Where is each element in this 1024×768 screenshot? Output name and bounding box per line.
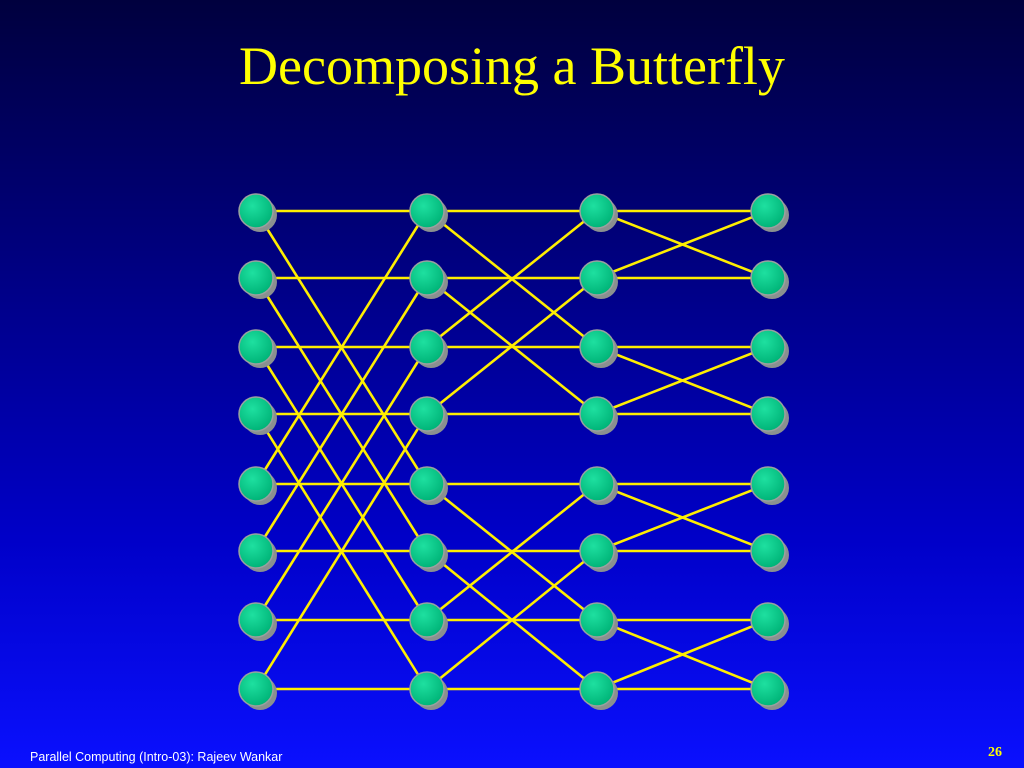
node-c1-r3 (409, 396, 445, 432)
edge-cross-s1-r2-to-r0 (425, 209, 599, 349)
node-c0-r4 (238, 466, 274, 502)
node-c0-r6 (238, 602, 274, 638)
node-c3-r2 (750, 329, 786, 365)
node-c0-r7 (238, 671, 274, 707)
node-c1-r0 (409, 193, 445, 229)
node-c2-r1 (579, 260, 615, 296)
edge-cross-s1-r7-to-r5 (425, 549, 599, 691)
node-c1-r4 (409, 466, 445, 502)
node-c2-r7 (579, 671, 615, 707)
node-c2-r0 (579, 193, 615, 229)
node-c2-r5 (579, 533, 615, 569)
edge-cross-s2-r1-to-r0 (595, 209, 770, 280)
edge-cross-s2-r5-to-r4 (595, 482, 770, 553)
node-c3-r4 (750, 466, 786, 502)
slide-title: Decomposing a Butterfly (239, 36, 785, 96)
node-c3-r6 (750, 602, 786, 638)
node-c0-r1 (238, 260, 274, 296)
edge-cross-s2-r7-to-r6 (595, 618, 770, 691)
node-c1-r5 (409, 533, 445, 569)
edge-cross-s1-r3-to-r1 (425, 276, 599, 416)
slide-footer: Parallel Computing (Intro-03): Rajeev Wa… (30, 750, 283, 764)
node-c3-r5 (750, 533, 786, 569)
edge-cross-s0-r4-to-r0 (254, 209, 429, 486)
node-c3-r3 (750, 396, 786, 432)
edge-cross-s0-r6-to-r2 (254, 345, 429, 622)
network-edges (254, 209, 770, 691)
node-c2-r4 (579, 466, 615, 502)
node-c3-r7 (750, 671, 786, 707)
node-c2-r3 (579, 396, 615, 432)
node-c2-r6 (579, 602, 615, 638)
edge-cross-s1-r6-to-r4 (425, 482, 599, 622)
node-c1-r7 (409, 671, 445, 707)
node-c1-r2 (409, 329, 445, 365)
node-c1-r1 (409, 260, 445, 296)
slide-number: 26 (988, 745, 1002, 760)
node-c0-r3 (238, 396, 274, 432)
node-c2-r2 (579, 329, 615, 365)
node-c0-r0 (238, 193, 274, 229)
node-c3-r1 (750, 260, 786, 296)
node-c1-r6 (409, 602, 445, 638)
node-c0-r5 (238, 533, 274, 569)
edge-cross-s0-r7-to-r3 (254, 412, 429, 691)
node-c3-r0 (750, 193, 786, 229)
network-nodes (238, 193, 789, 710)
edge-cross-s2-r3-to-r2 (595, 345, 770, 416)
edge-cross-s0-r5-to-r1 (254, 276, 429, 553)
node-c0-r2 (238, 329, 274, 365)
